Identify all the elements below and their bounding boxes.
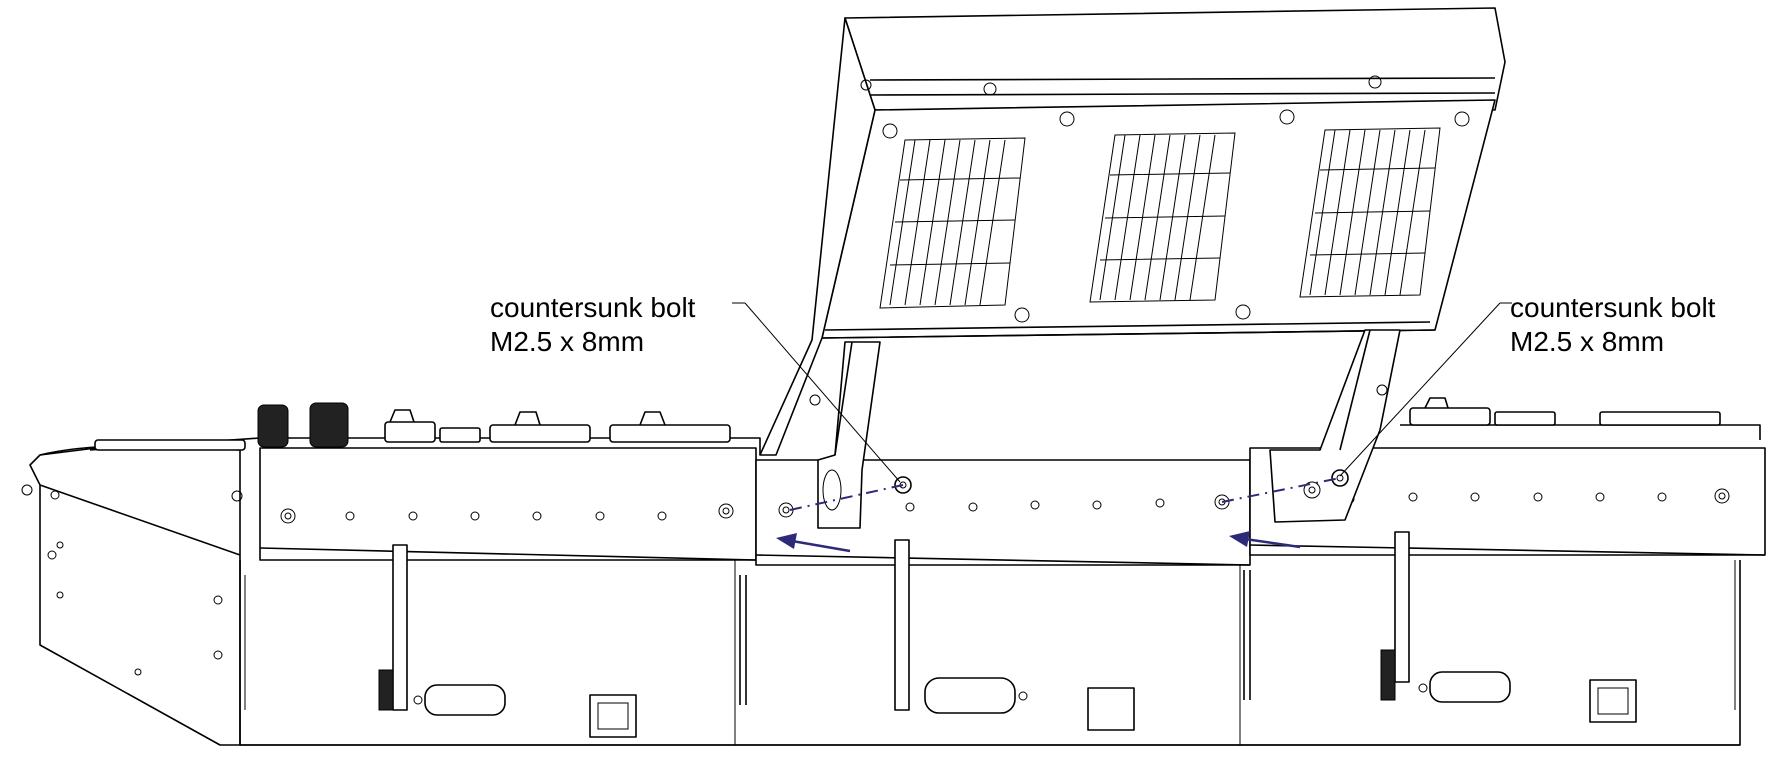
support-arm-left: [809, 341, 881, 529]
callout-right-line2: M2.5 x 8mm: [1510, 326, 1665, 357]
front-strip-middle: [755, 459, 1251, 566]
top-controls-rail: [89, 397, 1761, 455]
front-strip-left: [259, 447, 757, 561]
meter-bridge: [759, 7, 1506, 456]
insert-direction-arrow-left: [776, 533, 851, 553]
callout-left-line2: M2.5 x 8mm: [490, 326, 645, 357]
vent-grid-left: [879, 137, 1026, 309]
callout-leader-left: [732, 302, 901, 483]
vent-grid-right: [1299, 127, 1441, 298]
callout-label-right: countersunk bolt M2.5 x 8mm: [1510, 291, 1715, 359]
support-arm-right: [1269, 329, 1401, 523]
callout-label-left: countersunk bolt M2.5 x 8mm: [490, 291, 695, 359]
vent-grid-center: [1089, 132, 1236, 303]
rear-connectors: [378, 531, 1637, 738]
alignment-lines: [789, 477, 1341, 511]
callout-right-line1: countersunk bolt: [1510, 292, 1716, 323]
callout-left-line1: countersunk bolt: [490, 292, 696, 323]
front-strip-right: [1249, 447, 1766, 556]
console-lower-body: [239, 560, 1741, 746]
left-end-cheek: [21, 444, 243, 746]
insert-direction-arrow-right: [1229, 531, 1301, 549]
callout-leader-right: [1339, 302, 1512, 477]
